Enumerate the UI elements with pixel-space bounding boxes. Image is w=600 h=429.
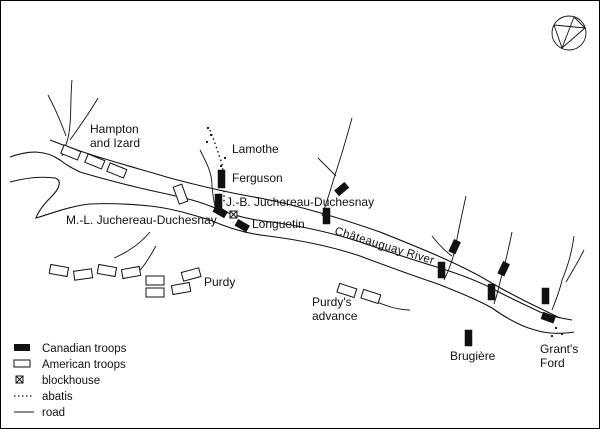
blockhouse-icon — [229, 210, 238, 219]
american-troop-marker — [145, 275, 165, 286]
road — [49, 139, 561, 319]
abatis-dot — [223, 156, 227, 160]
canadian-troop-marker — [464, 329, 473, 347]
label-grants-ford-line1: Grant's — [540, 342, 578, 356]
legend-label-blockhouse: blockhouse — [42, 375, 100, 387]
american-troop-marker — [106, 162, 128, 179]
label-brugiere: Brugière — [450, 349, 496, 363]
american-troop-marker — [180, 267, 202, 282]
stream-lamothe — [199, 149, 217, 211]
american-troop-marker — [72, 268, 94, 281]
canadian-troop-marker — [334, 181, 350, 197]
canadian-troop-marker — [448, 239, 461, 255]
legend-label-road: road — [42, 407, 65, 419]
canadian-troop-marker — [212, 205, 228, 219]
label-jb-juchereau-duchesnay: J.-B. Juchereau-Duchesnay — [226, 195, 374, 209]
american-troop-marker — [48, 263, 70, 278]
american-troop-marker — [60, 144, 82, 161]
label-ferguson: Ferguson — [232, 171, 283, 185]
legend-label-american-troops: American troops — [42, 359, 126, 371]
american-troop-marker — [172, 183, 189, 205]
stream-center-north-branch — [317, 157, 337, 177]
canadian-troop-marker — [322, 207, 331, 225]
river-south-bank — [9, 176, 575, 334]
legend-swatch-blockhouse — [15, 375, 24, 384]
stream-east-3 — [551, 235, 575, 311]
stream-south-purdy-2 — [139, 245, 157, 271]
abatis-line — [209, 129, 225, 205]
american-troop-marker — [120, 265, 142, 280]
stream-west-branch — [47, 94, 67, 137]
label-purdys-advance-line2: advance — [312, 309, 358, 323]
label-hampton-izard-line1: Hampton — [90, 122, 139, 136]
american-troop-marker — [96, 263, 118, 278]
legend-swatch-american-troops — [13, 359, 31, 368]
canadian-troop-marker — [234, 219, 250, 233]
american-troop-marker — [360, 288, 382, 305]
legend-swatch-canadian-troops — [14, 344, 30, 351]
stream-center-north — [321, 117, 353, 217]
abatis-dots — [205, 126, 564, 338]
map-legend: Canadian troops American troops blockhou… — [13, 343, 127, 419]
legend-label-canadian-troops: Canadian troops — [42, 343, 127, 355]
abatis-dot — [206, 126, 210, 130]
abatis-dot — [554, 326, 558, 330]
american-troop-marker — [145, 287, 165, 298]
compass-rose-icon — [551, 15, 587, 51]
stream-west-branch-2 — [69, 97, 99, 141]
american-troop-marker — [84, 153, 106, 170]
canadian-troops — [212, 169, 556, 347]
abatis-dot — [560, 332, 564, 336]
label-hampton-izard-line2: and Izard — [90, 136, 140, 150]
american-troops — [48, 144, 382, 305]
canadian-troop-marker — [497, 261, 510, 277]
legend-label-abatis: abatis — [42, 391, 73, 403]
american-troop-marker — [336, 282, 358, 299]
label-grants-ford-line2: Ford — [540, 356, 565, 370]
canadian-troop-marker — [487, 283, 496, 301]
stream-east-3-branch — [565, 249, 585, 283]
label-ml-juchereau-duchesnay: M.-L. Juchereau-Duchesnay — [66, 213, 217, 227]
stream-south-purdy — [113, 231, 151, 259]
label-purdy: Purdy — [204, 275, 235, 289]
canadian-troop-marker — [541, 287, 550, 305]
label-chateauguay-river: Châteauguay River — [333, 225, 436, 267]
abatis-dot — [550, 334, 554, 338]
abatis-dot — [209, 133, 213, 137]
chateauguay-river — [9, 151, 575, 334]
stream-east-2 — [493, 231, 513, 305]
label-lamothe: Lamothe — [232, 142, 279, 156]
label-purdys-advance-line1: Purdy's — [312, 295, 352, 309]
stream-east-1-branch — [431, 235, 453, 257]
american-troop-marker — [170, 281, 192, 296]
abatis-dot — [205, 140, 209, 144]
canadian-troop-marker — [217, 169, 226, 189]
river-north-bank — [9, 151, 573, 321]
canadian-troop-marker — [437, 261, 446, 279]
abatis-dot — [219, 164, 223, 168]
tributaries — [47, 79, 585, 311]
canadian-troop-marker — [540, 311, 556, 324]
label-longuetin: Longuetin — [252, 217, 305, 231]
